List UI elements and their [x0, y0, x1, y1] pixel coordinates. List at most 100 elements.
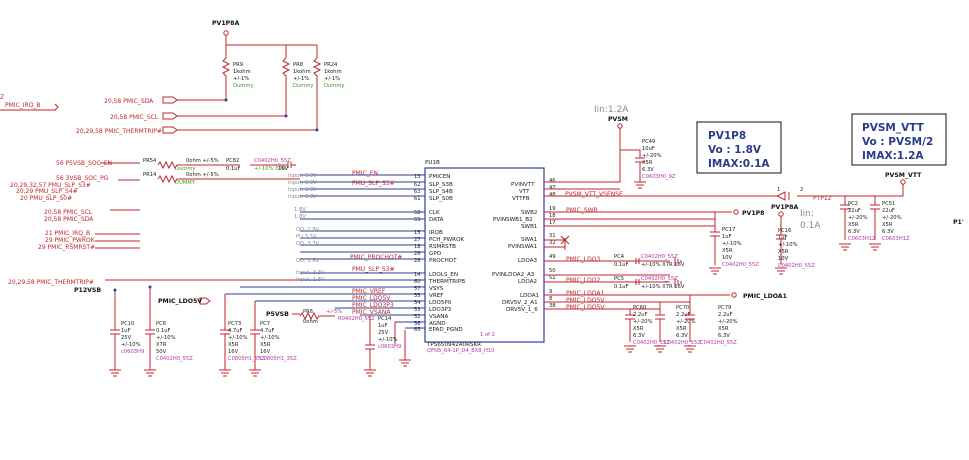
svg-text:1kohm: 1kohm: [233, 69, 251, 75]
capacitor-pc60: PC60 2.2uF +/-20% X5R 6.3V C0402H0_55Z: [625, 305, 670, 346]
capacitor-pc82: PC82 0.1uF C0402H0_55Z +/-10% X7R 16V: [226, 158, 296, 172]
svg-text:X5R: X5R: [778, 249, 789, 255]
svg-text:C0402H0_55Z: C0402H0_55Z: [156, 356, 193, 362]
svg-text:22uF: 22uF: [882, 208, 895, 214]
svg-text:R0402H0_55Z: R0402H0_55Z: [338, 316, 375, 322]
ic-left-pins: PMICEN SLP_S3B SLP_S4B SLP_S0B CLK DATA …: [428, 174, 465, 333]
svg-text:PMIC_VSANA: PMIC_VSANA: [352, 309, 391, 316]
svg-text:Vo : PVSM/2: Vo : PVSM/2: [862, 136, 933, 148]
svg-text:C0402H0_55Z: C0402H0_55Z: [633, 340, 670, 346]
svg-text:C0402H0_55Z: C0402H0_55Z: [722, 262, 759, 268]
svg-text:X5R: X5R: [848, 222, 859, 228]
resistor-pr6: PR6 0ohm +/-5%: [299, 309, 342, 325]
svg-text:1.8V: 1.8V: [294, 214, 306, 220]
svg-text:+/-10%: +/-10%: [722, 241, 742, 247]
svg-text:X5R: X5R: [718, 326, 729, 332]
net-label-p12vsb: P12VSB: [74, 287, 101, 294]
svg-text:PC4: PC4: [614, 254, 625, 260]
net-label-z: Z: [0, 94, 4, 101]
svg-text:PC60: PC60: [633, 305, 646, 311]
svg-text:Iin:1.2A: Iin:1.2A: [594, 105, 629, 115]
svg-text:PC70: PC70: [676, 305, 689, 311]
svg-text:10uF: 10uF: [642, 146, 655, 152]
svg-text:C0402H0_55Z: C0402H0_55Z: [641, 254, 678, 260]
svg-text:25V: 25V: [121, 335, 132, 341]
ic-right-pins: PVINVTT VTT VTTFB SWB2 PVINSWB1_B2 SWB1 …: [492, 182, 540, 313]
svg-text:SLP_S3B: SLP_S3B: [429, 182, 453, 188]
svg-text:61: 61: [414, 196, 421, 202]
svg-text:GPO: GPO: [429, 251, 442, 257]
svg-text:PR54: PR54: [143, 158, 157, 164]
ic-ref: PU1B: [425, 160, 440, 166]
svg-text:X5R: X5R: [642, 160, 653, 166]
svg-text:20,58 PMIC_SDA: 20,58 PMIC_SDA: [44, 216, 94, 223]
svg-text:6.3V: 6.3V: [882, 229, 894, 235]
svg-text:1: 1: [777, 187, 780, 193]
svg-text:PMIC_LDOA1: PMIC_LDOA1: [566, 290, 604, 297]
svg-text:C0402H0_55Z: C0402H0_55Z: [778, 263, 815, 269]
svg-text:VSANA: VSANA: [429, 314, 448, 320]
svg-text:+/-5%: +/-5%: [326, 309, 342, 315]
svg-text:SWB1: SWB1: [521, 224, 538, 230]
net-label-ptp12: PTP12: [813, 195, 832, 202]
svg-text:56 3VSB_SOC_PG: 56 3VSB_SOC_PG: [56, 175, 109, 182]
resistor-pr54: PR54 0ohm +/-5% Dummy: [143, 158, 240, 172]
capacitor-pc14: PC14 1uF 25V +/-10% c0603H9: [365, 316, 401, 370]
svg-text:0ohm: 0ohm: [303, 319, 318, 325]
svg-text:47: 47: [549, 185, 556, 191]
svg-text:PMICEN: PMICEN: [429, 174, 450, 180]
capacitor-pc16: PC16 1uF +/-10% X5R 10V C0402H0_55Z: [776, 228, 815, 269]
svg-text:4.7uF: 4.7uF: [260, 328, 275, 334]
svg-text:PC51: PC51: [882, 201, 895, 207]
svg-text:59: 59: [414, 217, 421, 223]
svg-text:PVINVTT: PVINVTT: [511, 182, 535, 188]
pmic-ldo5v-port: PMIC_LDO5V: [158, 297, 211, 305]
svg-text:Dummy: Dummy: [233, 83, 253, 89]
svg-text:Input, 1.8V: Input, 1.8V: [296, 277, 325, 283]
iin-1p2a-label: Iin:1.2A: [594, 105, 629, 115]
svg-text:0.1uF: 0.1uF: [614, 284, 629, 290]
svg-text:PR6: PR6: [303, 309, 313, 315]
svg-text:0.1uF: 0.1uF: [614, 262, 629, 268]
info-box-pv1p8: PV1P8 Vo : 1.8V IMAX:0.1A: [696, 121, 782, 174]
svg-text:Input, 3.3V: Input, 3.3V: [288, 173, 317, 179]
svg-text:+/-10%: +/-10%: [260, 335, 280, 341]
svg-text:25V: 25V: [378, 330, 389, 336]
svg-text:PR9: PR9: [233, 62, 243, 68]
svg-text:19: 19: [549, 206, 556, 212]
ic-pgnd-note: 1 of 2: [480, 332, 495, 338]
svg-text:PC6: PC6: [156, 321, 166, 327]
capacitor-pc10: PC10 1uF 25V +/-10% c0603H9: [110, 321, 144, 370]
svg-text:PMIC_LDO3: PMIC_LDO3: [566, 256, 600, 263]
svg-text:OD, 3.3V: OD, 3.3V: [296, 241, 320, 247]
svg-text:6.3V: 6.3V: [676, 333, 688, 339]
svg-text:C0402H0_55Z: C0402H0_55Z: [254, 158, 291, 164]
svg-text:PMU_SLP_S3#: PMU_SLP_S3#: [352, 266, 395, 273]
svg-text:X5R: X5R: [882, 222, 893, 228]
svg-text:RSMRSTB: RSMRSTB: [429, 244, 456, 250]
svg-text:20,29,32,57 PMU_SLP_S3#: 20,29,32,57 PMU_SLP_S3#: [10, 182, 91, 189]
svg-text:PMIC_PROCHOT#: PMIC_PROCHOT#: [350, 254, 402, 261]
svg-text:49: 49: [549, 254, 556, 260]
svg-text:9: 9: [549, 289, 552, 295]
svg-text:6.3V: 6.3V: [633, 333, 645, 339]
svg-text:C0402H0_55Z: C0402H0_55Z: [641, 276, 678, 282]
svg-text:13: 13: [414, 174, 421, 180]
svg-text:PMIC_LDO5V: PMIC_LDO5V: [566, 304, 605, 311]
ic-package: QFN5_64-1P_D4_8X8_H10: [427, 348, 494, 354]
svg-text:+/-10%: +/-10%: [778, 242, 798, 248]
svg-text:LDOA2: LDOA2: [518, 279, 537, 285]
svg-text:58: 58: [414, 210, 421, 216]
svg-text:+/-1%: +/-1%: [233, 76, 249, 82]
svg-text:IMAX:1.2A: IMAX:1.2A: [862, 150, 924, 162]
svg-text:+/-10%: +/-10%: [378, 337, 398, 343]
svg-text:1uF: 1uF: [121, 328, 131, 334]
svg-text:29 PMIC_PWROK: 29 PMIC_PWROK: [45, 237, 96, 244]
svg-text:2.2uF: 2.2uF: [718, 312, 733, 318]
svg-text:Dummy: Dummy: [293, 83, 313, 89]
svg-text:PR14: PR14: [143, 172, 157, 178]
ic-part: TPS650942A0RSKR: [426, 342, 481, 348]
iin-0p1a-label-1: Iin:: [800, 209, 814, 219]
svg-text:18: 18: [549, 213, 556, 219]
svg-text:6.3V: 6.3V: [642, 167, 654, 173]
